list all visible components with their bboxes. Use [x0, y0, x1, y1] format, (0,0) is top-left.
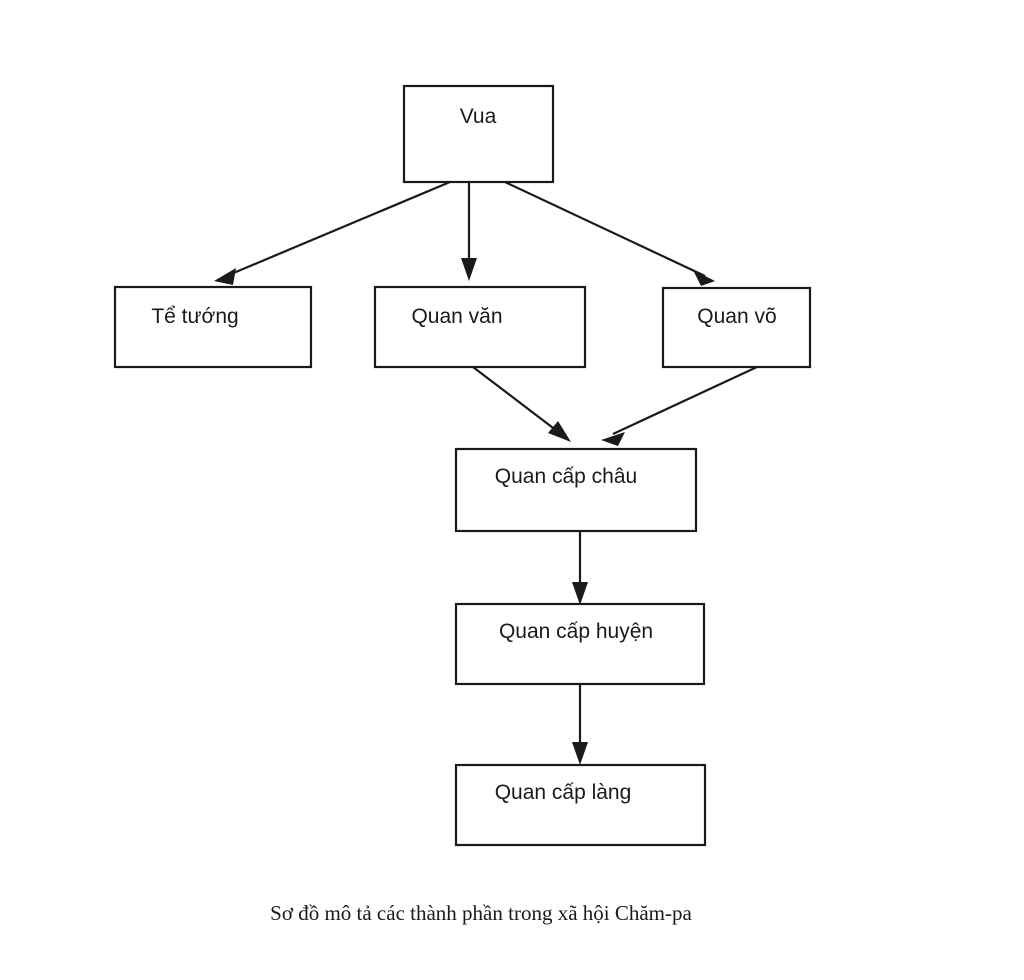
edge-quan-van-to-quan-cap-chau	[472, 366, 571, 442]
node-quan-cap-chau-box[interactable]	[454, 447, 698, 533]
node-quan-cap-chau[interactable]: Quan cấp châu	[454, 447, 698, 533]
node-te-tuong-label: Tể tướng	[151, 305, 238, 328]
node-quan-vo-label: Quan võ	[697, 305, 776, 328]
node-te-tuong[interactable]: Tể tướng	[113, 285, 313, 369]
node-quan-van[interactable]: Quan văn	[373, 285, 587, 369]
node-vua[interactable]: Vua	[402, 84, 555, 184]
node-quan-vo-box[interactable]	[661, 286, 812, 369]
node-quan-cap-huyen-box[interactable]	[454, 602, 706, 686]
node-quan-cap-lang-label: Quan cấp làng	[495, 781, 632, 804]
edge-quan-vo-to-quan-cap-chau	[601, 366, 758, 446]
edge-quan-cap-chau-to-quan-cap-huyen	[572, 531, 588, 605]
node-quan-cap-lang-box[interactable]	[454, 763, 707, 847]
edge-vua-to-quan-van	[461, 182, 477, 281]
node-vua-label: Vua	[460, 105, 497, 128]
node-quan-cap-chau-label: Quan cấp châu	[495, 465, 637, 488]
node-quan-vo[interactable]: Quan võ	[661, 286, 812, 369]
node-quan-van-label: Quan văn	[411, 305, 502, 328]
node-quan-cap-huyen-label: Quan cấp huyện	[499, 620, 653, 643]
node-te-tuong-box[interactable]	[113, 285, 313, 369]
edge-quan-cap-huyen-to-quan-cap-lang	[572, 684, 588, 765]
edge-vua-to-quan-vo	[504, 181, 715, 286]
node-quan-cap-lang[interactable]: Quan cấp làng	[454, 763, 707, 847]
node-vua-box[interactable]	[402, 84, 555, 184]
node-quan-van-box[interactable]	[373, 285, 587, 369]
node-quan-cap-huyen[interactable]: Quan cấp huyện	[454, 602, 706, 686]
diagram-caption: Sơ đồ mô tả các thành phần trong xã hội …	[270, 901, 692, 925]
edge-vua-to-te-tuong	[214, 180, 451, 285]
